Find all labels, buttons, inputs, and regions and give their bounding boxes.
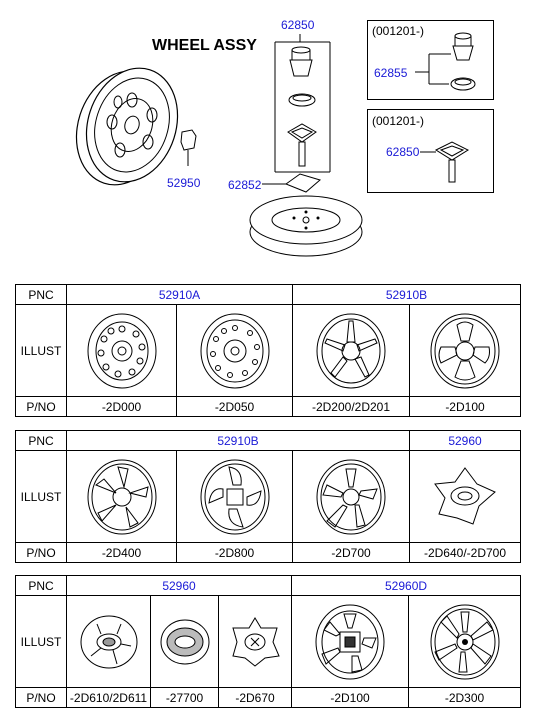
pnc-value: 52910B [66, 430, 410, 451]
wheel-illustration [176, 450, 293, 543]
part-no: -2D640/-2D700 [409, 542, 521, 563]
center-cap-illustration [150, 595, 219, 688]
parts-table-1: PNC 52910A 52910B ILLUST P/NO -2D000 -2D… [15, 284, 521, 417]
part-number-62850-top: 62850 [281, 18, 315, 32]
wheel-illustration [176, 304, 293, 397]
part-no: -2D700 [292, 542, 410, 563]
pnc-value: 52960D [291, 575, 522, 596]
pnc-value: 52960 [409, 430, 521, 451]
wheel-cover-illustration [66, 595, 151, 688]
part-no: -27700 [150, 687, 219, 708]
part-number-52950: 52950 [167, 176, 201, 190]
illust-label: ILLUST [15, 450, 67, 543]
part-no: -2D100 [409, 396, 521, 417]
nut-cap-illustration [415, 32, 476, 91]
center-cap-illustration [409, 450, 521, 543]
lug-nut-illustration [180, 129, 197, 166]
wheel-illustration [66, 304, 177, 397]
pno-label: P/NO [15, 396, 67, 417]
pnc-value: 52960 [65, 575, 293, 596]
wheel-illustration [409, 304, 521, 397]
part-no: -2D200/2D201 [292, 396, 410, 417]
illust-label: ILLUST [15, 595, 67, 688]
wheel-illustration [292, 304, 410, 397]
pnc-label: PNC [15, 284, 67, 305]
wheel-bolt-illustration [420, 141, 470, 183]
pnc-label: PNC [15, 430, 67, 451]
part-no: -2D610/2D611 [66, 687, 151, 708]
pno-label: P/NO [15, 542, 67, 563]
wheel-nut-stack-box [274, 34, 331, 173]
part-no: -2D300 [408, 687, 522, 708]
pnc-value: 52910A [66, 284, 293, 305]
parts-table-3: PNC 52960 52960D ILLUST P/NO -2D610/2D61… [15, 575, 522, 708]
parts-table-2: PNC 52910B 52960 ILLUST P/NO -2D400 -2D8… [15, 430, 521, 563]
part-no: -2D800 [176, 542, 293, 563]
variant-box-62850 [367, 109, 494, 193]
pno-label: P/NO [15, 687, 67, 708]
wheel-illustration [291, 595, 410, 688]
part-number-62852: 62852 [228, 178, 262, 192]
pnc-label: PNC [15, 575, 67, 596]
part-number-62855: 62855 [374, 66, 408, 80]
part-no: -2D100 [291, 687, 410, 708]
spare-tire-illustration [249, 195, 363, 257]
illust-label: ILLUST [15, 304, 67, 397]
diagram-title: WHEEL ASSY [152, 37, 257, 54]
sheet-illustration [262, 173, 322, 193]
variant-code-2: (001201-) [372, 114, 425, 128]
wheel-illustration [66, 450, 177, 543]
part-no: -2D400 [66, 542, 177, 563]
pnc-value: 52910B [292, 284, 521, 305]
part-no: -2D000 [66, 396, 177, 417]
part-no: -2D670 [217, 687, 293, 708]
wheel-assy-illustration [75, 67, 179, 186]
variant-code-1: (001201-) [372, 24, 425, 38]
wheel-illustration [408, 595, 522, 688]
variant-box-62855 [367, 20, 494, 100]
center-cap-illustration [217, 595, 293, 688]
wheel-illustration [292, 450, 410, 543]
part-number-62850-box: 62850 [386, 145, 420, 159]
part-no: -2D050 [176, 396, 293, 417]
